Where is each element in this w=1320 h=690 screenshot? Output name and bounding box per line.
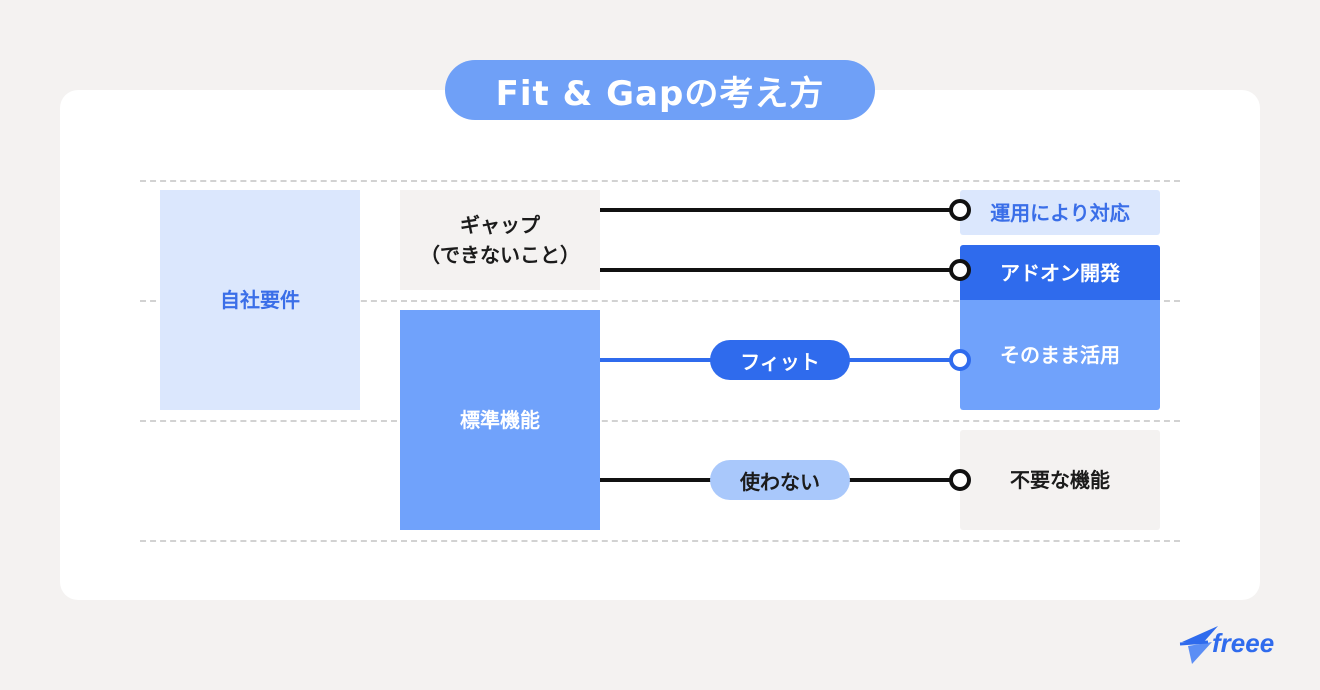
addon-development-box: アドオン開発 <box>960 245 1160 300</box>
divider-line <box>140 180 1180 182</box>
gap-box: ギャップ （できないこと） <box>400 190 600 290</box>
use-as-is-box: そのまま活用 <box>960 300 1160 410</box>
operational-handling-box: 運用により対応 <box>960 190 1160 235</box>
gap-sublabel: （できないこと） <box>420 243 580 267</box>
fit-label: フィット <box>710 340 850 380</box>
freee-bird-logo-icon <box>1179 626 1218 664</box>
ops-node-icon <box>949 199 971 221</box>
diagram-title: Fit & Gapの考え方 <box>445 60 875 120</box>
unused-label: 使わない <box>710 460 850 500</box>
gap-label: ギャップ <box>460 213 540 237</box>
freee-logo: freee <box>1179 626 1274 664</box>
freee-logo-text: freee <box>1212 628 1274 658</box>
divider-line <box>140 540 1180 542</box>
divider-line <box>140 420 1180 422</box>
standard-features-box: 標準機能 <box>400 310 600 530</box>
addon-node-icon <box>949 259 971 281</box>
unneeded-features-box: 不要な機能 <box>960 430 1160 530</box>
company-requirements-box: 自社要件 <box>160 190 360 410</box>
divider-line <box>140 300 1180 302</box>
unneeded-node-icon <box>949 469 971 491</box>
as-is-node-icon <box>949 349 971 371</box>
